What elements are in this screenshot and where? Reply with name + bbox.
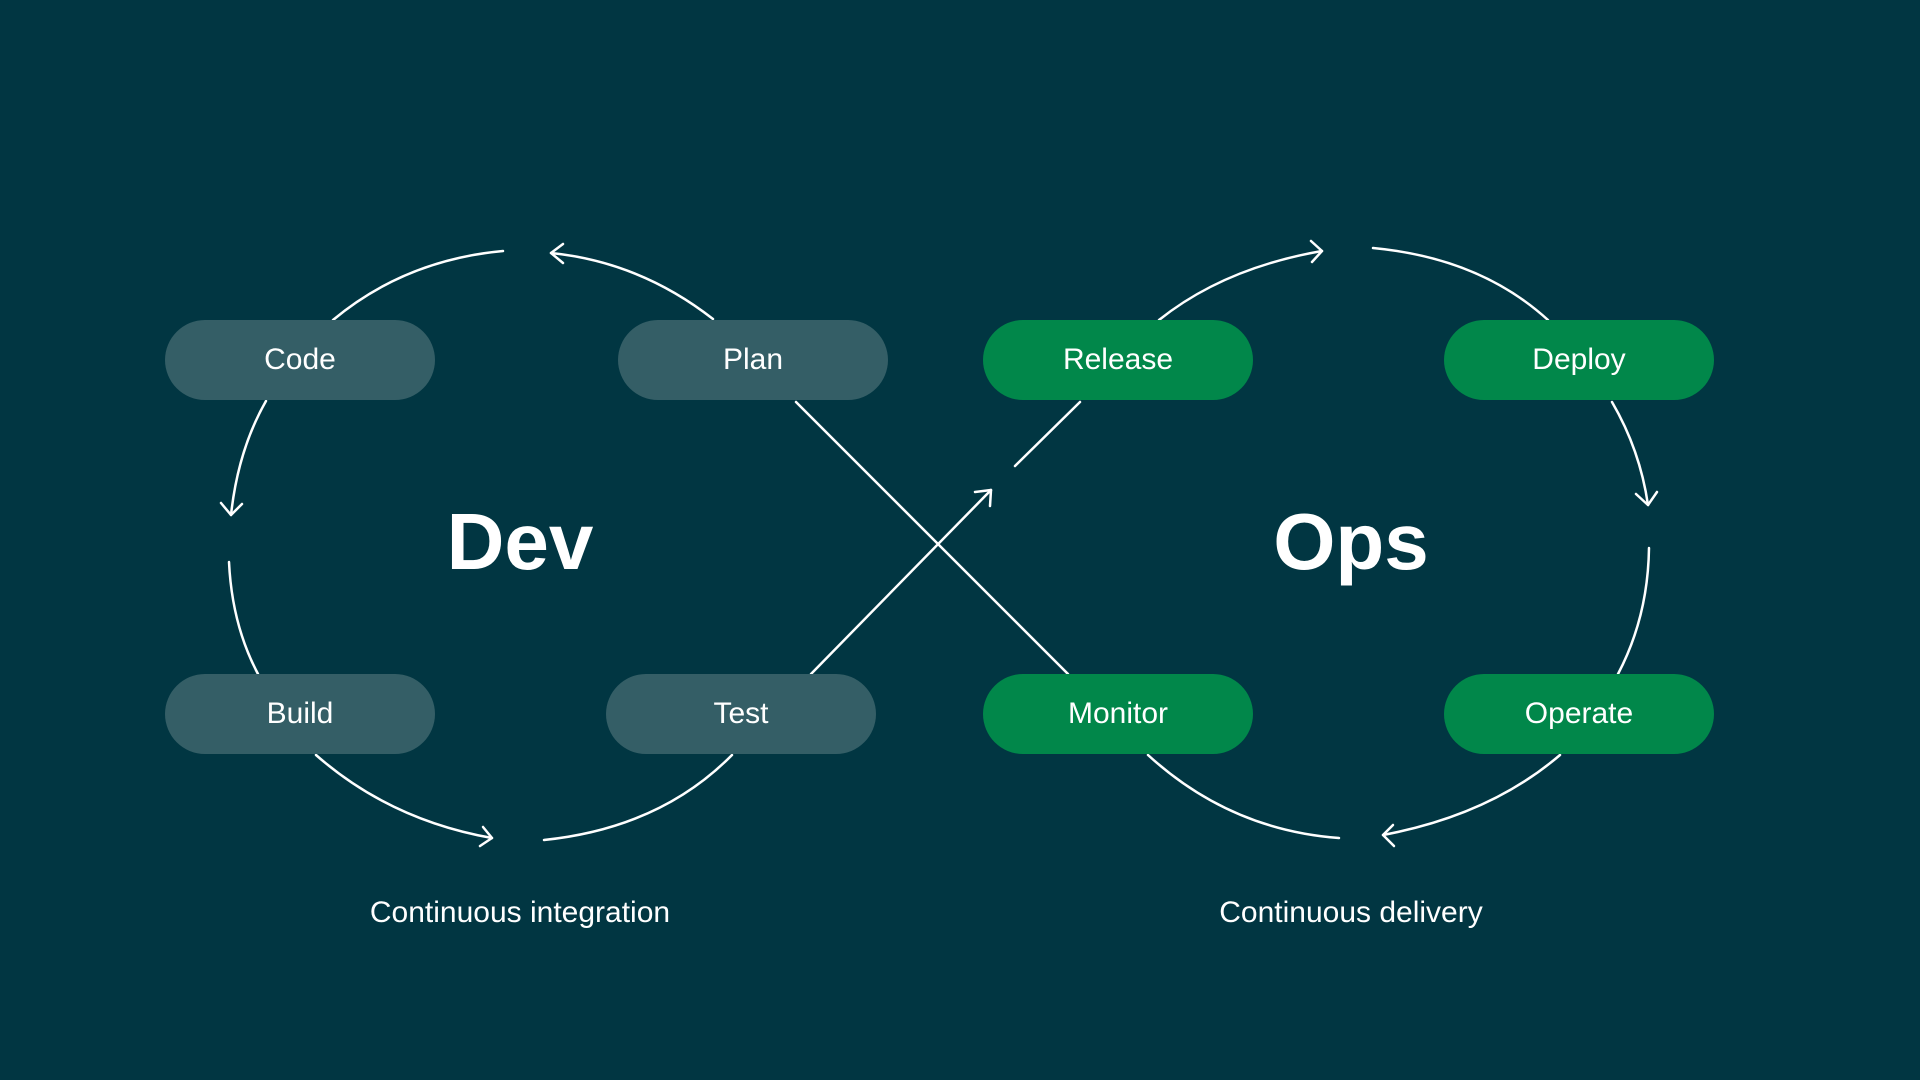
stage-deploy: Deploy (1444, 320, 1714, 400)
dev-title: Dev (446, 497, 594, 586)
diagonal-plan-monitor (794, 400, 1070, 676)
arc-operate-bottom (1381, 753, 1562, 837)
stage-operate-label: Operate (1524, 697, 1634, 730)
stage-monitor: Monitor (983, 674, 1253, 754)
stage-operate: Operate (1444, 674, 1714, 754)
arc-deploy-right (1610, 400, 1650, 507)
arrow-head-operate-bottom (1381, 823, 1396, 848)
arc-bottom-monitor (1146, 753, 1341, 840)
arc-plan-top (549, 251, 715, 321)
stage-deploy-label: Deploy (1532, 343, 1626, 376)
diagonal-test-release-upper (1013, 400, 1082, 468)
stage-release: Release (983, 320, 1253, 400)
stage-build: Build (165, 674, 435, 754)
arc-top-code (331, 249, 505, 322)
arc-top-deploy (1371, 246, 1550, 322)
continuous-delivery-caption: Continuous delivery (1219, 896, 1483, 929)
ops-title: Ops (1273, 497, 1429, 586)
continuous-integration-caption: Continuous integration (369, 896, 671, 929)
arrow-head-test-release (973, 488, 993, 508)
arrow-head-deploy-right (1634, 490, 1659, 507)
stage-code: Code (165, 320, 435, 400)
stage-release-label: Release (1062, 343, 1174, 376)
arrow-head-release-top (1309, 239, 1324, 264)
diagonal-test-release-lower (809, 488, 993, 676)
stage-test-label: Test (713, 697, 769, 730)
stage-code-label: Code (264, 343, 336, 376)
stage-test: Test (606, 674, 876, 754)
stage-plan: Plan (618, 320, 888, 400)
arrow-head-code-left (219, 501, 244, 517)
arc-code-left (229, 399, 268, 517)
arrow-head-plan-top (549, 242, 565, 265)
stage-build-label: Build (266, 697, 334, 730)
arc-build-bottom (314, 753, 494, 840)
arc-right-operate (1616, 546, 1651, 676)
stage-plan-label: Plan (722, 343, 784, 376)
stage-monitor-label: Monitor (1067, 697, 1169, 730)
arc-bottom-test (542, 753, 734, 842)
arc-left-build (227, 560, 260, 676)
arrow-head-build-bottom (478, 825, 494, 848)
arc-release-top (1157, 249, 1324, 322)
